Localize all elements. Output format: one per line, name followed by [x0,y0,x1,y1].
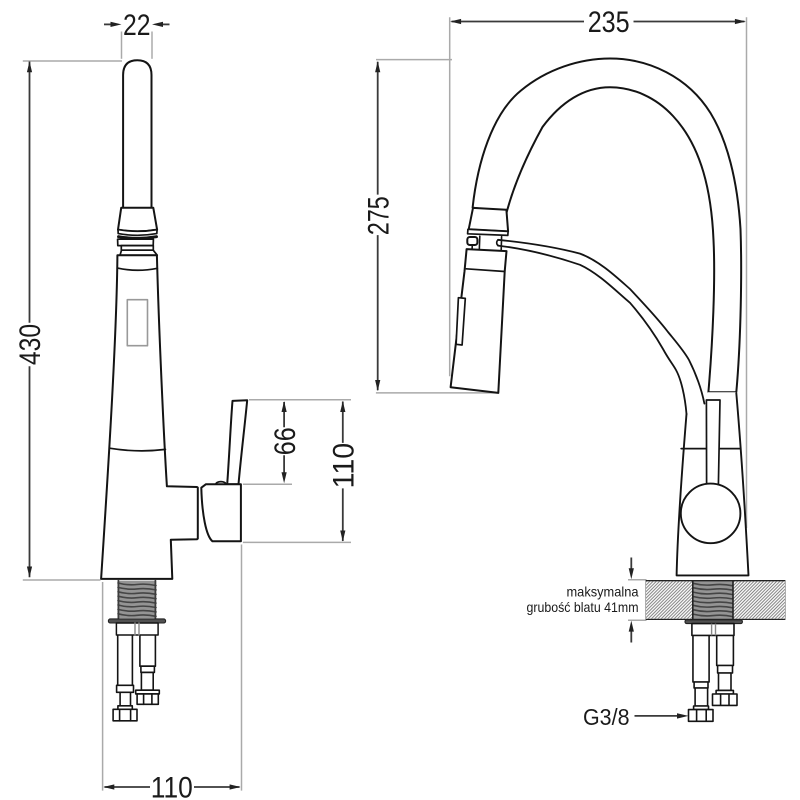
svg-text:110: 110 [151,772,193,800]
svg-text:275: 275 [362,196,395,235]
svg-text:G3/8: G3/8 [583,704,630,730]
svg-text:maksymalna: maksymalna [567,584,639,600]
svg-text:430: 430 [14,324,47,365]
svg-text:110: 110 [328,443,361,489]
svg-text:66: 66 [269,427,302,455]
svg-text:235: 235 [588,6,630,39]
svg-text:22: 22 [123,9,151,42]
svg-text:grubość blatu 41mm: grubość blatu 41mm [527,599,639,615]
